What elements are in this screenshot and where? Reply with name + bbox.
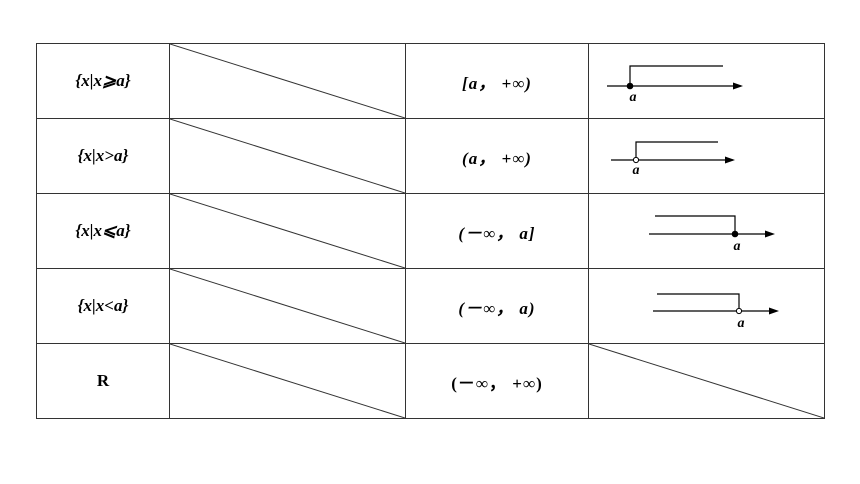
interval-cell: (－∞， a): [405, 268, 589, 344]
interval-text: (－∞， +∞): [451, 373, 543, 393]
set-notation-text: {x|x>a}: [77, 146, 129, 165]
interval-text: (－∞， a]: [458, 223, 536, 243]
interval-notation-table: {x|x⩾a} [a， +∞) a: [36, 43, 825, 419]
point-label: a: [738, 316, 745, 331]
interval-cell: (－∞， +∞): [405, 343, 589, 419]
number-line-cell: a: [588, 193, 825, 269]
interval-text: (－∞， a): [458, 298, 536, 318]
interval-text: (a， +∞): [462, 148, 532, 168]
diagonal-slash: [589, 344, 824, 418]
diagonal-slash: [170, 194, 405, 268]
interval-cell: [a， +∞): [405, 43, 589, 119]
set-notation-text: {x|x⩾a}: [75, 71, 131, 90]
set-notation-cell: {x|x⩾a}: [36, 43, 170, 119]
inequality-cell-empty: [169, 43, 406, 119]
diagonal-slash: [170, 269, 405, 343]
set-notation-cell: R: [36, 343, 170, 419]
number-line-cell: a: [588, 118, 825, 194]
interval-cell: (a， +∞): [405, 118, 589, 194]
set-notation-text: {x|x⩽a}: [75, 221, 131, 240]
point-label: a: [734, 239, 741, 254]
table-row: {x|x<a} (－∞， a) a: [36, 268, 825, 344]
set-notation-cell: {x|x<a}: [36, 268, 170, 344]
range-bracket: [635, 141, 718, 158]
inequality-cell-empty: [169, 268, 406, 344]
inequality-cell-empty: [169, 118, 406, 194]
point-label: a: [630, 90, 637, 105]
number-line-cell-empty: [588, 343, 825, 419]
diagonal-slash: [170, 344, 405, 418]
open-endpoint-circle: [632, 156, 640, 164]
range-bracket: [655, 215, 736, 234]
range-bracket: [629, 65, 723, 86]
range-bracket: [657, 293, 740, 309]
table-row: {x|x>a} (a， +∞) a: [36, 118, 825, 194]
number-line-figure: a: [607, 65, 743, 105]
inequality-cell-empty: [169, 343, 406, 419]
number-line-figure: a: [611, 141, 735, 178]
set-notation-cell: {x|x>a}: [36, 118, 170, 194]
diagonal-slash: [170, 119, 405, 193]
interval-text: [a， +∞): [462, 73, 532, 93]
table-row: {x|x⩾a} [a， +∞) a: [36, 43, 825, 119]
point-label: a: [633, 163, 640, 178]
closed-endpoint-dot: [626, 82, 634, 90]
number-line-arrowhead: [725, 156, 735, 164]
number-line-cell: a: [588, 268, 825, 344]
number-line-arrowhead: [769, 307, 779, 315]
number-line-cell: a: [588, 43, 825, 119]
set-notation-text: {x|x<a}: [77, 296, 129, 315]
interval-cell: (－∞， a]: [405, 193, 589, 269]
number-line-arrowhead: [733, 82, 743, 90]
open-endpoint-circle: [735, 307, 743, 315]
number-line-figure: a: [653, 293, 779, 331]
table-row: {x|x⩽a} (－∞， a] a: [36, 193, 825, 269]
number-line-arrowhead: [765, 230, 775, 238]
set-notation-cell: {x|x⩽a}: [36, 193, 170, 269]
inequality-cell-empty: [169, 193, 406, 269]
set-notation-text: R: [96, 371, 110, 390]
closed-endpoint-dot: [731, 230, 739, 238]
table-row: R (－∞， +∞): [36, 343, 825, 419]
diagonal-slash: [170, 44, 405, 118]
number-line-figure: a: [649, 215, 775, 254]
